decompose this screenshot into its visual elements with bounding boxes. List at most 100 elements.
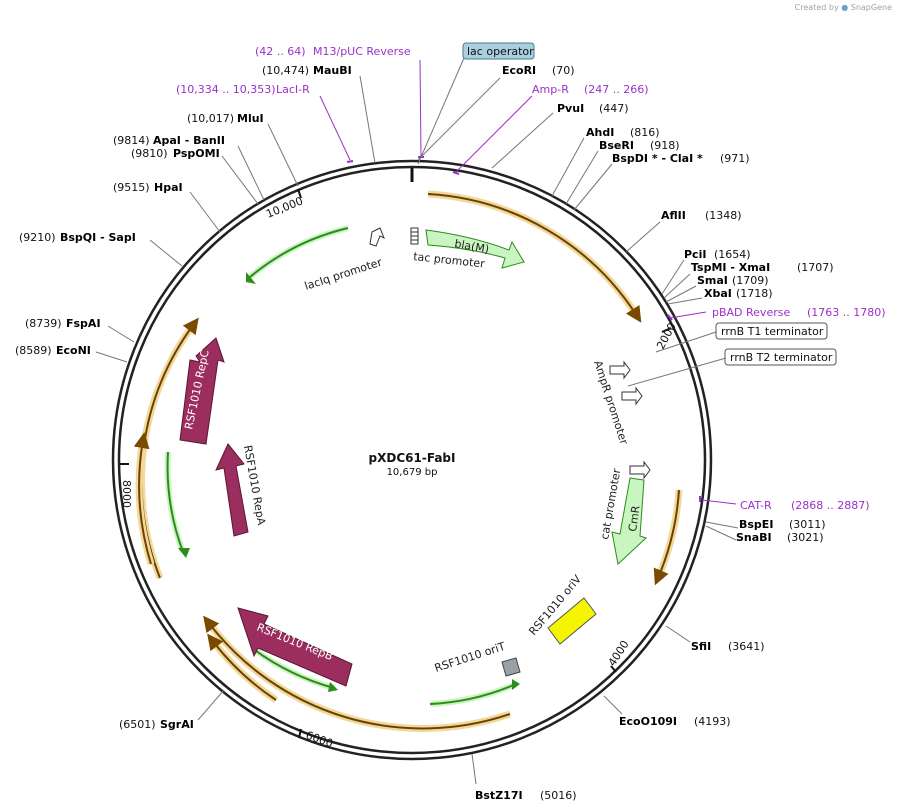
site-apai-name: ApaI - BanII xyxy=(153,134,225,147)
site-bspqi-name: BspQI - SapI xyxy=(60,231,136,244)
feature-bla-arrow[interactable] xyxy=(425,229,525,269)
site-aflii-name: AflII xyxy=(661,209,686,222)
rrnb-t1-leader xyxy=(655,331,717,353)
primer-laci-name: LacI-R xyxy=(276,83,310,96)
site-hpai-pos: (9515) xyxy=(113,181,150,194)
site-xbai-name: XbaI xyxy=(704,287,732,300)
primer-pbad-range: (1763 .. 1780) xyxy=(807,306,886,319)
orf-arc-right xyxy=(654,489,683,580)
feature-repb-arrow[interactable] xyxy=(237,607,353,687)
primer-ampr-range: (247 .. 266) xyxy=(584,83,649,96)
feature-cmr-label: CmR xyxy=(626,504,643,532)
site-smai-name: SmaI xyxy=(697,274,728,287)
orf-arc-left-b-line xyxy=(133,432,152,565)
site-pcii-name: PciI xyxy=(684,248,706,261)
feature-orIV-box[interactable] xyxy=(547,597,597,645)
site-bspqi-pos: (9210) xyxy=(19,231,56,244)
green-arc-left-head xyxy=(178,548,190,558)
site-pvui-pos: (447) xyxy=(599,102,629,115)
feature-cat-promoter-label: cat promoter xyxy=(598,467,623,540)
primer-ampr-mark xyxy=(452,171,460,175)
tick-label-10000: 10,000 xyxy=(264,194,305,220)
feature-orit-label: RSF1010 oriT xyxy=(433,640,507,675)
primer-cat-name: CAT-R xyxy=(740,499,772,512)
site-ecoo109i-name: EcoO109I xyxy=(619,715,677,728)
feature-cmr-arrow[interactable] xyxy=(611,477,647,565)
lac-operator-leader xyxy=(417,57,465,165)
feature-laciq-arrow[interactable] xyxy=(369,227,385,247)
orf-arc-lower-left-line xyxy=(207,633,277,701)
plasmid-name: pXDC61-FabI xyxy=(369,451,456,465)
green-arc-orit xyxy=(429,681,518,707)
orf-arc-right-line xyxy=(653,489,680,586)
primer-pbad-name: pBAD Reverse xyxy=(712,306,790,319)
site-pspomi-name: PspOMI xyxy=(173,147,220,160)
green-arc-repb-line xyxy=(251,647,335,689)
green-arc-orit-head xyxy=(512,679,520,690)
site-bspei-name: BspEI xyxy=(739,518,773,531)
site-tspmi-pos: (1707) xyxy=(797,261,834,274)
site-aflii-pos: (1348) xyxy=(705,209,742,222)
site-mlui-pos: (10,017) xyxy=(187,112,234,125)
snapgene-credit: Created by ● SnapGene xyxy=(795,3,892,12)
primer-m13-leader xyxy=(419,59,422,157)
green-arc-laciq-head xyxy=(246,272,256,284)
tick-mark-10000 xyxy=(297,188,302,199)
rrnb-t2-box[interactable] xyxy=(724,348,837,366)
green-arc-orit-line xyxy=(429,683,517,705)
tick-mark-6000 xyxy=(298,728,302,739)
credit-text: Created by xyxy=(794,3,839,12)
feature-bla-label: bla(M) xyxy=(453,237,490,256)
orf-arc-bottom-line xyxy=(203,615,511,730)
site-pcii-pos: (1654) xyxy=(714,248,751,261)
rrnb-t1-box[interactable] xyxy=(715,322,828,340)
feature-repa-arrow[interactable] xyxy=(215,443,249,537)
site-ecori-pos: (70) xyxy=(552,64,575,77)
primer-pbad-leader xyxy=(669,311,707,319)
site-ecoo109i-pos: (4193) xyxy=(694,715,731,728)
site-ahdi-pos: (816) xyxy=(630,126,660,139)
site-econi-name: EcoNI xyxy=(56,344,91,357)
tick-label-4000: 4000 xyxy=(606,638,632,669)
site-maubi-name: MauBI xyxy=(313,64,352,77)
feature-repc-arrow[interactable] xyxy=(179,337,225,445)
tick-mark-2000 xyxy=(661,327,672,333)
site-pvui-name: PvuI xyxy=(557,102,584,115)
site-snabi-pos: (3021) xyxy=(787,531,824,544)
green-arc-laciq-line xyxy=(249,227,349,278)
primer-cat-range: (2868 .. 2887) xyxy=(791,499,870,512)
green-arc-repb-head xyxy=(328,682,338,692)
site-maubi-pos: (10,474) xyxy=(262,64,309,77)
feature-cat-promoter-arrow[interactable] xyxy=(629,460,651,480)
site-tspmi-name: TspMI - XmaI xyxy=(691,261,770,274)
primer-laci-range: (10,334 .. 10,353) xyxy=(176,83,276,96)
site-bseri-name: BseRI xyxy=(599,139,634,152)
feature-ampr-promoter-arrow-1[interactable] xyxy=(609,360,631,380)
site-bspdi-name: BspDI * - ClaI * xyxy=(612,152,703,165)
site-mlui-name: MluI xyxy=(237,112,264,125)
site-hpai-name: HpaI xyxy=(154,181,183,194)
primer-pbad-mark xyxy=(667,314,673,321)
snapgene-logo-icon: ● xyxy=(841,3,849,12)
site-sgrai-pos: (6501) xyxy=(119,718,156,731)
feature-orit-box[interactable] xyxy=(501,657,521,677)
tick-mark-4000 xyxy=(610,665,617,673)
backbone-inner xyxy=(117,165,707,755)
tick-label-2000: 2000 xyxy=(654,321,679,352)
primer-ampr-name: Amp-R xyxy=(532,83,569,96)
lac-operator-label: lac operator xyxy=(467,45,534,58)
site-fspai-pos: (8739) xyxy=(25,317,62,330)
primer-cat-leader xyxy=(701,499,737,505)
site-bstz17i-pos: (5016) xyxy=(540,789,577,802)
credit-brand: SnapGene xyxy=(850,3,892,12)
orf-arc-top-line xyxy=(427,193,642,323)
lac-operator-box[interactable] xyxy=(462,42,535,60)
primer-laci-mark xyxy=(346,160,354,163)
backbone-outer xyxy=(111,159,713,761)
primer-ampr-leader xyxy=(455,95,533,173)
site-bseri-pos: (918) xyxy=(650,139,680,152)
plasmid-size: 10,679 bp xyxy=(387,467,438,478)
feature-ampr-promoter-arrow-2[interactable] xyxy=(621,386,643,406)
green-arc-left-line xyxy=(166,451,184,553)
